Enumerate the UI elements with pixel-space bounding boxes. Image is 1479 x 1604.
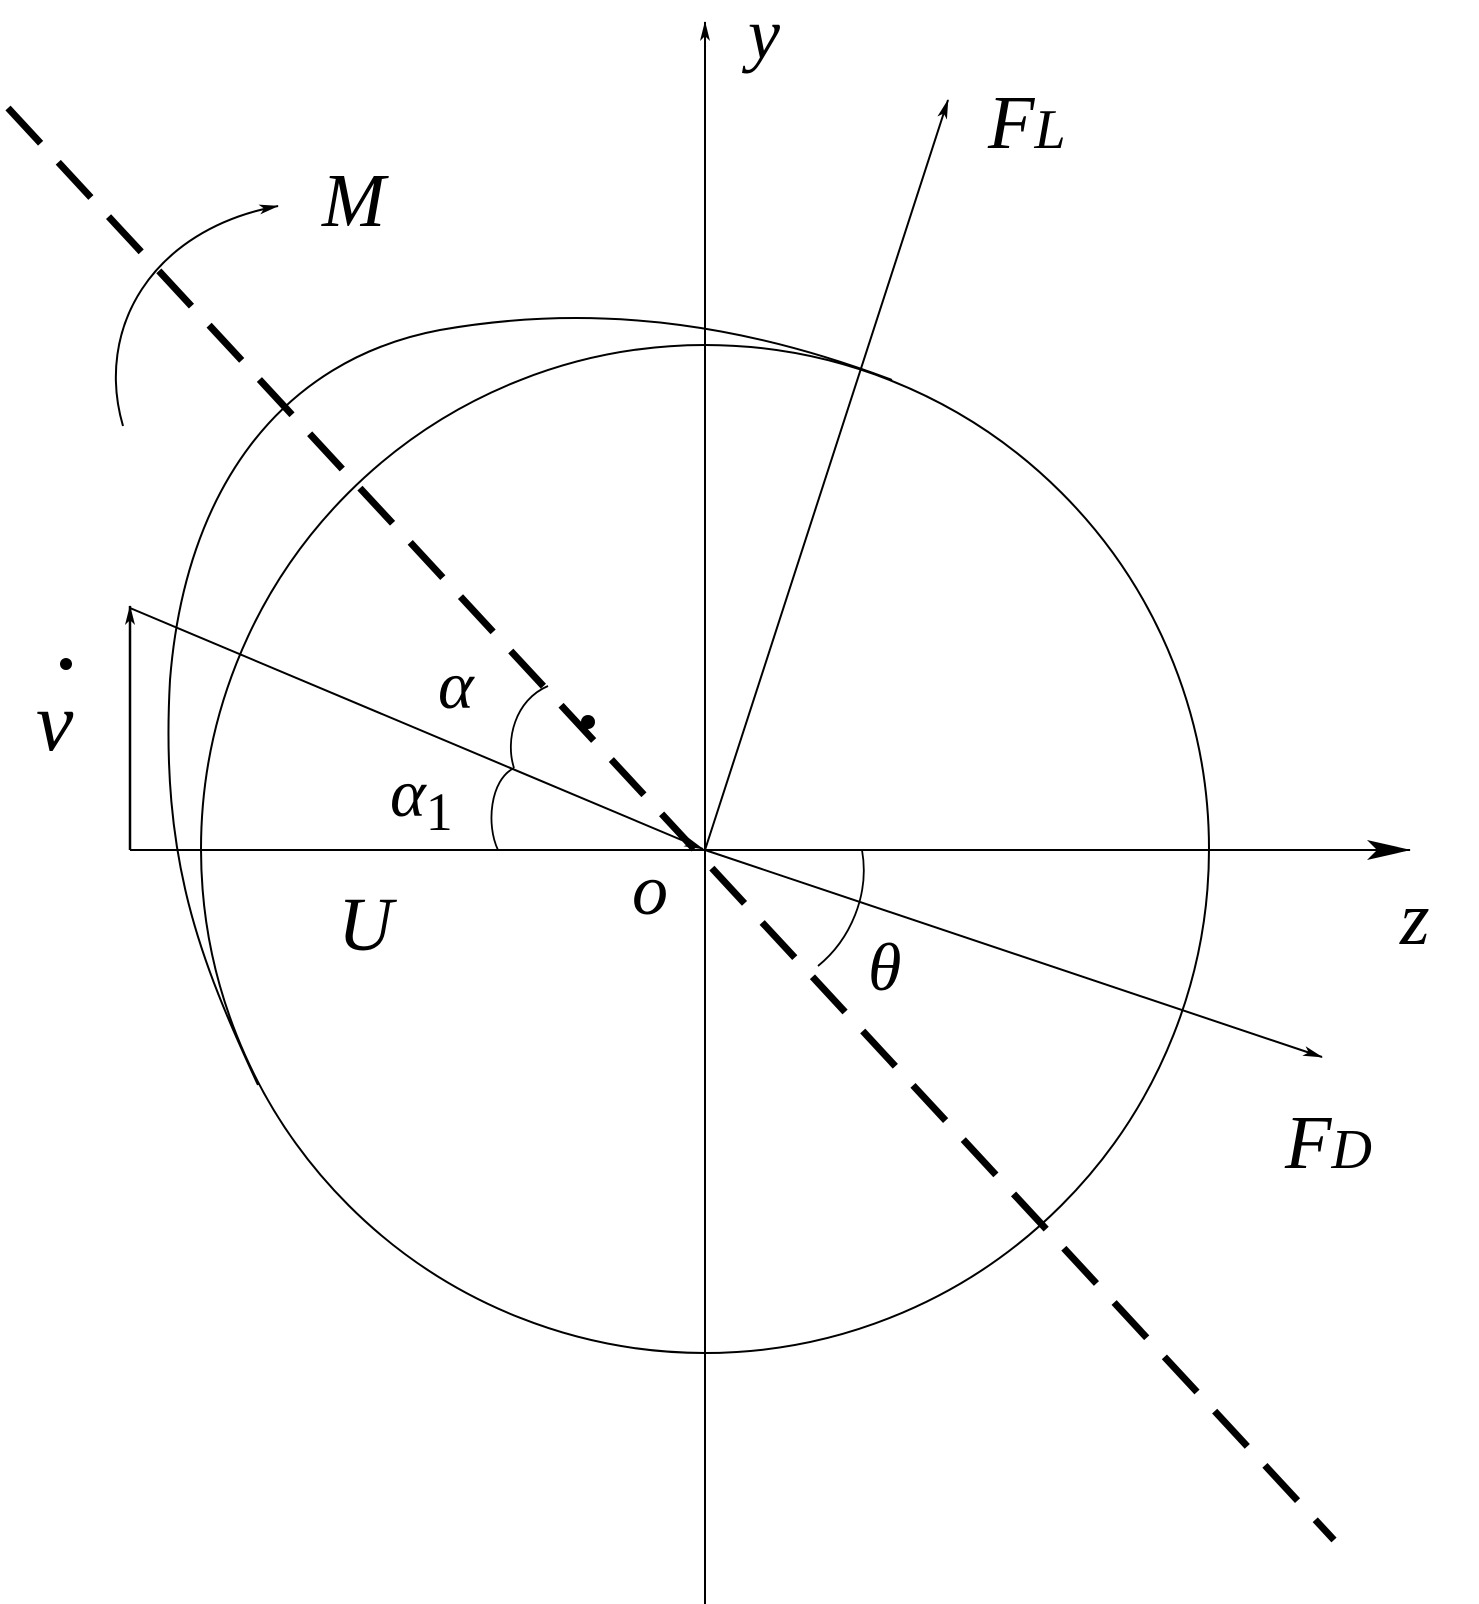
free-stream-label: U [338,883,397,967]
angle-theta-label: θ [868,929,901,1005]
z-axis-label: z [1399,877,1430,961]
drag-force-label: FD [1284,1101,1372,1185]
angle-alpha-label: α [438,647,475,723]
relative-flow-vector [129,607,704,850]
y-axis-label: y [741,0,780,74]
velocity-label: v [36,676,74,769]
angle-alpha1-arc [490,767,515,851]
angle-alpha1-label: α1 [390,755,453,842]
origin-label: o [632,850,668,930]
dashed-inclined-axis [5,105,1337,1543]
velocity-dot [60,658,72,670]
drag-force-vector [704,849,1323,1058]
lift-force-label: FL [987,81,1066,165]
angle-theta-arc [817,849,865,967]
moment-label: M [321,159,389,243]
angle-alpha-arc [510,685,549,769]
deformed-outline [167,317,893,1086]
lift-force-vector [704,99,949,851]
moment-arc [114,204,279,427]
center-dot [581,715,595,729]
